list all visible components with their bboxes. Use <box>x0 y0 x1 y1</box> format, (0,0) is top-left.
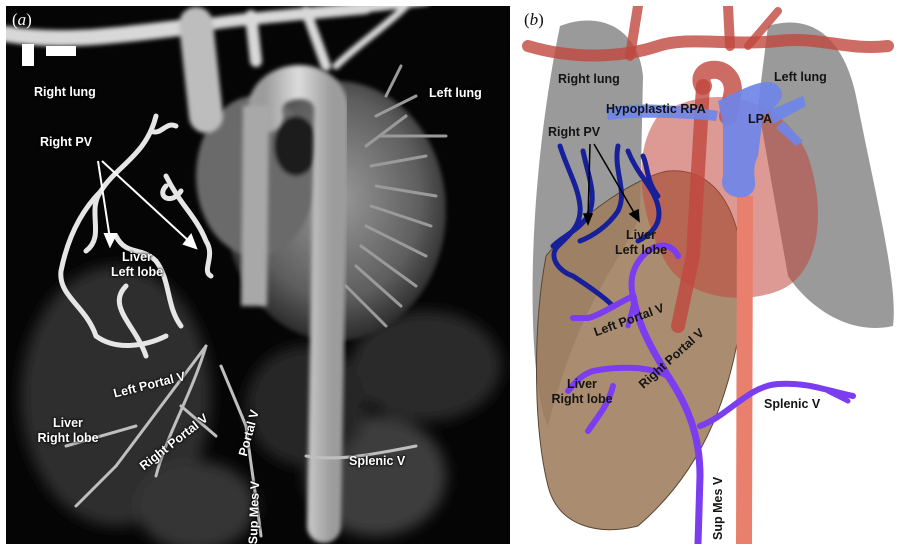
label-lpa: LPA <box>748 112 772 127</box>
label-left-lung: Left lung <box>774 70 827 85</box>
label-sup-mes-v: Sup Mes V <box>246 481 263 544</box>
marker-block <box>46 46 76 56</box>
label-liver-left-lobe: Liver Left lobe <box>606 228 676 258</box>
label-liver-left-lobe: Liver Left lobe <box>102 250 172 280</box>
label-line: Left lobe <box>102 265 172 280</box>
label-sup-mes-v: Sup Mes V <box>711 477 726 540</box>
label-right-lung: Right lung <box>34 85 96 100</box>
label-line: Right lobe <box>28 431 108 446</box>
label-line: Liver <box>606 228 676 243</box>
panel-a-tag: (a) <box>12 10 32 30</box>
panel-b-tag: (b) <box>524 10 544 30</box>
label-line: Liver <box>542 377 622 392</box>
label-line: Left lobe <box>606 243 676 258</box>
label-right-lung: Right lung <box>558 72 620 87</box>
panel-a-angiogram: (a) Right lung Left lung Right PV Liver … <box>6 6 510 544</box>
panel-b-schematic: (b) Right lung Left lung Hypoplastic RPA… <box>518 6 902 544</box>
label-splenic-v: Splenic V <box>764 397 820 412</box>
label-line: Liver <box>28 416 108 431</box>
label-right-pv: Right PV <box>40 135 92 150</box>
label-hypoplastic-rpa: Hypoplastic RPA <box>606 102 706 117</box>
label-liver-right-lobe: Liver Right lobe <box>28 416 108 446</box>
marker-block <box>22 44 34 66</box>
label-splenic-v: Splenic V <box>349 454 405 469</box>
label-right-pv: Right PV <box>548 125 600 140</box>
ivc-vessel <box>744 196 745 544</box>
label-line: Right lobe <box>542 392 622 407</box>
label-line: Liver <box>102 250 172 265</box>
label-liver-right-lobe: Liver Right lobe <box>542 377 622 407</box>
label-left-lung: Left lung <box>429 86 482 101</box>
